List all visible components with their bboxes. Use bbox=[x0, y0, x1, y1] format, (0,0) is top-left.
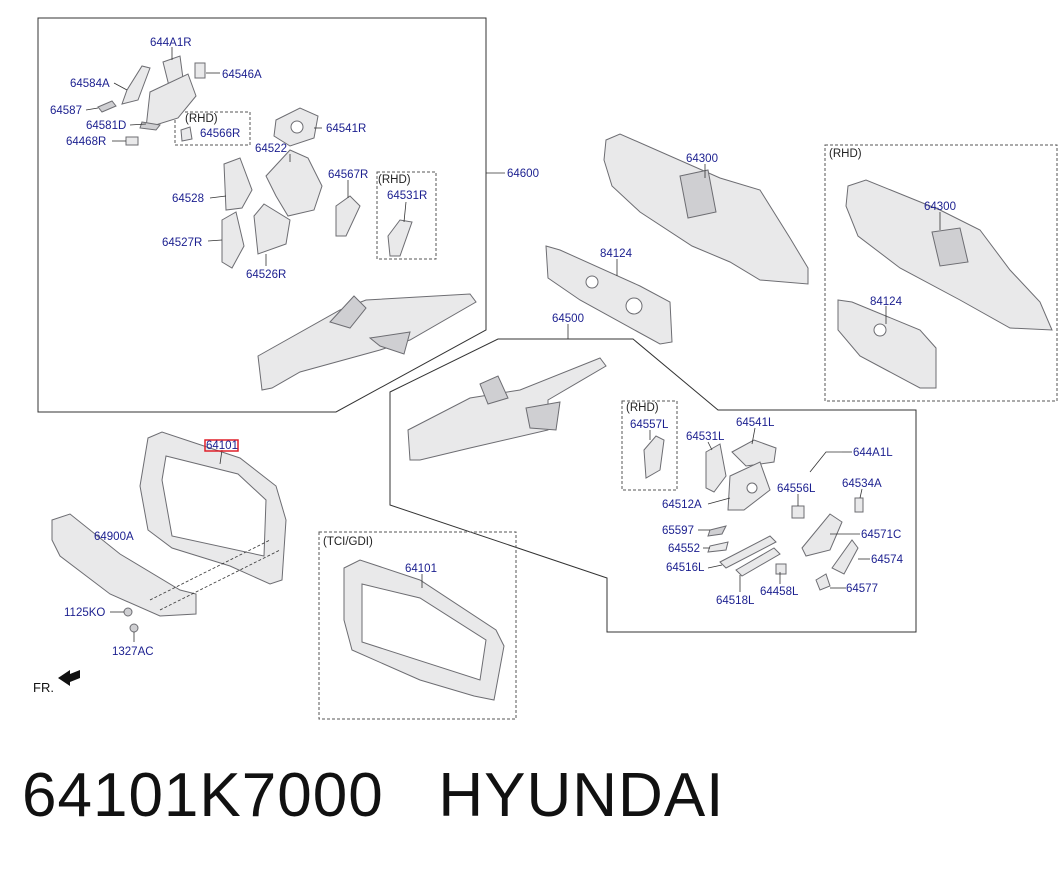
label-64567R[interactable]: 64567R bbox=[328, 169, 368, 181]
front-direction-arrow-icon bbox=[58, 670, 80, 686]
label-64522[interactable]: 64522 bbox=[255, 143, 287, 155]
part-644A1L-shape bbox=[809, 451, 842, 473]
part-64600-main-member bbox=[257, 293, 477, 391]
group-64500-frame bbox=[389, 338, 917, 633]
note-rhd-64531r: (RHD) bbox=[378, 174, 411, 186]
part-64518L-shape bbox=[735, 547, 781, 577]
label-64541L[interactable]: 64541L bbox=[736, 417, 775, 429]
rhd-dash-64531r bbox=[376, 171, 437, 260]
label-64531R[interactable]: 64531R bbox=[387, 190, 427, 202]
note-tci-gdi: (TCI/GDI) bbox=[323, 536, 373, 548]
label-64518L[interactable]: 64518L bbox=[716, 595, 755, 607]
part-84124-insulator-a bbox=[545, 245, 673, 345]
label-64527R[interactable]: 64527R bbox=[162, 237, 202, 249]
label-64552[interactable]: 64552 bbox=[668, 543, 700, 555]
label-64577[interactable]: 64577 bbox=[846, 583, 878, 595]
label-64574[interactable]: 64574 bbox=[871, 554, 904, 566]
part-64516L-shape bbox=[719, 535, 777, 569]
part-64557L-shape bbox=[643, 435, 665, 479]
part-64534A-shape bbox=[854, 497, 864, 513]
part-64300-dash-panel-a bbox=[603, 133, 809, 285]
part-64567R-shape bbox=[335, 195, 361, 237]
label-644A1L[interactable]: 644A1L bbox=[853, 447, 893, 459]
part-64101-tci-gdi-carrier bbox=[343, 559, 505, 701]
label-64900A[interactable]: 64900A bbox=[94, 531, 134, 543]
label-644A1R[interactable]: 644A1R bbox=[150, 37, 192, 49]
label-84124-b[interactable]: 84124 bbox=[870, 296, 903, 308]
label-64531L[interactable]: 64531L bbox=[686, 431, 725, 443]
caption-part-number: 64101K7000 bbox=[22, 761, 384, 830]
label-64587[interactable]: 64587 bbox=[50, 105, 82, 117]
label-64556L[interactable]: 64556L bbox=[777, 483, 816, 495]
rhd-dash-64557l bbox=[621, 400, 678, 491]
part-64566R-shape bbox=[180, 126, 193, 142]
part-64101-carrier bbox=[139, 431, 287, 585]
part-64574-shape bbox=[831, 539, 859, 575]
part-64528-shape bbox=[223, 157, 253, 211]
part-64527R-shape bbox=[221, 211, 245, 269]
part-1327AC-nut bbox=[129, 623, 139, 633]
label-64300-a[interactable]: 64300 bbox=[686, 153, 718, 165]
front-direction-label: FR. bbox=[33, 680, 54, 695]
label-64101-tci-gdi[interactable]: 64101 bbox=[405, 563, 437, 575]
part-1125KO-bolt bbox=[123, 607, 133, 617]
label-64584A[interactable]: 64584A bbox=[70, 78, 110, 90]
part-caption: 64101K7000 HYUNDAI bbox=[22, 760, 724, 831]
rhd-dash-panel bbox=[824, 144, 1058, 402]
part-64552-shape bbox=[707, 541, 729, 553]
label-65597[interactable]: 65597 bbox=[662, 525, 694, 537]
label-64512A[interactable]: 64512A bbox=[662, 499, 702, 511]
label-64526R[interactable]: 64526R bbox=[246, 269, 286, 281]
label-84124-a[interactable]: 84124 bbox=[600, 248, 633, 260]
label-64534A[interactable]: 64534A bbox=[842, 478, 882, 490]
rhd-dash-64566r bbox=[174, 111, 251, 146]
tci-gdi-dash-panel bbox=[318, 531, 517, 720]
note-rhd-64566r: (RHD) bbox=[185, 113, 218, 125]
part-84124-insulator-b bbox=[837, 299, 937, 389]
label-64557L[interactable]: 64557L bbox=[630, 419, 669, 431]
label-64468R[interactable]: 64468R bbox=[66, 136, 106, 148]
part-64587-shape bbox=[97, 100, 117, 113]
label-64500[interactable]: 64500 bbox=[552, 313, 584, 325]
label-1327AC[interactable]: 1327AC bbox=[112, 646, 154, 658]
label-64300-b[interactable]: 64300 bbox=[924, 201, 956, 213]
label-64600[interactable]: 64600 bbox=[507, 168, 539, 180]
label-64528[interactable]: 64528 bbox=[172, 193, 204, 205]
part-64577-shape bbox=[815, 573, 831, 591]
highlight-64101-box bbox=[204, 439, 239, 452]
part-64526R-shape bbox=[253, 203, 291, 255]
part-64900A-bumper-beam bbox=[51, 513, 197, 617]
part-64512A-shape bbox=[727, 461, 771, 511]
note-rhd-dash: (RHD) bbox=[829, 148, 862, 160]
part-64522-shape bbox=[265, 149, 323, 217]
label-64541R[interactable]: 64541R bbox=[326, 123, 366, 135]
note-rhd-64557l: (RHD) bbox=[626, 402, 659, 414]
part-64571C-shape bbox=[801, 513, 843, 557]
part-64541R-shape bbox=[273, 107, 319, 147]
part-64546A-shape bbox=[194, 62, 206, 79]
part-64531R-shape bbox=[387, 219, 413, 257]
part-64300-dash-panel-b bbox=[845, 179, 1053, 331]
label-1125KO[interactable]: 1125KO bbox=[64, 607, 105, 619]
part-64468R-shape bbox=[125, 136, 139, 146]
label-64516L[interactable]: 64516L bbox=[666, 562, 705, 574]
group-64600-frame bbox=[37, 17, 487, 413]
caption-brand: HYUNDAI bbox=[438, 761, 725, 830]
part-64541L-shape bbox=[731, 439, 777, 467]
part-64531L-shape bbox=[705, 443, 727, 493]
part-64584A-shape bbox=[121, 65, 151, 105]
part-64500-main-member bbox=[407, 357, 607, 461]
part-64458L-shape bbox=[775, 563, 787, 575]
part-65597-shape bbox=[707, 525, 727, 537]
leader-lines bbox=[85, 47, 941, 642]
parts-diagram: 644A1R 64546A 64584A 64587 64581D 64468R… bbox=[33, 17, 1058, 720]
label-64566R[interactable]: 64566R bbox=[200, 128, 240, 140]
label-64101-highlighted[interactable]: 64101 bbox=[206, 440, 238, 452]
label-64581D[interactable]: 64581D bbox=[86, 120, 126, 132]
label-64458L[interactable]: 64458L bbox=[760, 586, 799, 598]
label-64571C[interactable]: 64571C bbox=[861, 529, 901, 541]
label-64546A[interactable]: 64546A bbox=[222, 69, 262, 81]
part-64556L-shape bbox=[791, 505, 805, 519]
